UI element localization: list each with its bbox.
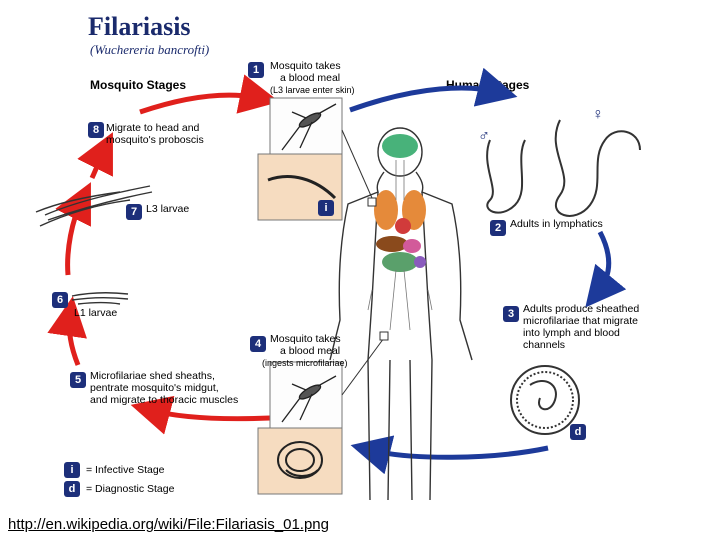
step-5-line-1: Microfilariae shed sheaths,	[90, 370, 215, 382]
arrow-6-to-7	[55, 182, 91, 276]
step-8-label: Migrate to head and mosquito's proboscis	[106, 122, 236, 146]
arrow-2-to-3	[585, 230, 627, 308]
pointer-line-4	[341, 337, 385, 396]
liver-organ	[376, 236, 408, 252]
kidney-organ	[414, 256, 426, 268]
l3-larva-panel-figure	[267, 175, 337, 200]
arrow-4-to-5	[130, 395, 271, 435]
step-1-line-2: a blood meal	[280, 72, 341, 84]
step-3-badge: 3	[503, 306, 519, 322]
mosquito-stages-heading: Mosquito Stages	[90, 78, 187, 92]
legend-diagnostic-text: = Diagnostic Stage	[86, 483, 175, 495]
step-4-note: (ingests microfilariae)	[262, 358, 348, 368]
human-body-figure	[329, 127, 473, 501]
brain-organ	[382, 134, 418, 158]
lung-left	[374, 190, 398, 230]
step-4-line-2: a blood meal	[280, 345, 341, 357]
mosquito-icon-1	[281, 103, 337, 151]
arrow-8-to-1	[139, 74, 280, 115]
legend-infective-badge: i	[64, 462, 80, 478]
step-1-badge: 1	[248, 62, 264, 78]
arrow-1-to-2	[349, 67, 518, 113]
step-8-line-2: mosquito's proboscis	[106, 134, 204, 146]
step-3-line-3: into lymph and blood	[523, 327, 620, 339]
step-1-line-1: Mosquito takes	[270, 60, 341, 72]
step-1-label: Mosquito takes a blood meal (L3 larvae e…	[270, 60, 360, 96]
step-5-label: Microfilariae shed sheaths, pentrate mos…	[90, 370, 260, 406]
diagram-title: Filariasis	[88, 12, 191, 41]
microfilaria-panel-figure	[277, 441, 323, 479]
pointer-line-1	[341, 129, 373, 199]
step-3-line-1: Adults produce sheathed	[523, 303, 640, 315]
heart-organ	[395, 218, 411, 234]
stomach-organ	[403, 239, 421, 253]
step-8-line-1: Migrate to head and	[106, 122, 200, 134]
step-3-line-2: microfilariae that migrate	[523, 315, 638, 327]
step-4-label: Mosquito takes a blood meal (ingests mic…	[262, 333, 370, 369]
step-4-badge: 4	[250, 336, 266, 352]
step-3-label: Adults produce sheathed microfilariae th…	[523, 303, 653, 351]
infective-badge-panel: i	[318, 200, 334, 216]
step-3-line-4: channels	[523, 339, 566, 351]
step-8-badge: 8	[88, 122, 104, 138]
female-symbol: ♀	[592, 106, 604, 123]
step-5-badge: 5	[70, 372, 86, 388]
arrow-3-to-4	[350, 435, 549, 475]
step-5-line-3: and migrate to thoracic muscles	[90, 394, 239, 406]
step-5-line-2: pentrate mosquito's midgut,	[90, 382, 219, 394]
sheathed-microfilariae-figure	[510, 365, 580, 435]
mosquito-icon-4	[281, 375, 337, 423]
step-7-badge: 7	[126, 204, 142, 220]
adult-worms-figure	[486, 119, 641, 217]
step-1-note: (L3 larvae enter skin)	[270, 85, 355, 95]
legend-infective-text: = Infective Stage	[86, 464, 165, 476]
male-symbol: ♂	[478, 128, 490, 145]
l1-larvae-figure	[71, 291, 129, 305]
step-6-badge: 6	[52, 292, 68, 308]
legend-diagnostic-badge: d	[64, 481, 80, 497]
arrow-7-to-8	[77, 132, 113, 180]
lymphatic-lines	[367, 160, 433, 331]
step-2-badge: 2	[490, 220, 506, 236]
source-url-link[interactable]: http://en.wikipedia.org/wiki/File:Filari…	[8, 516, 329, 533]
pointer-box-4	[379, 331, 389, 341]
pointer-box-1	[367, 197, 377, 207]
diagram-subtitle: (Wuchereria bancrofti)	[90, 42, 210, 57]
arrow-5-to-6	[47, 296, 87, 366]
panel-microfilaria	[257, 427, 343, 495]
step-2-label: Adults in lymphatics	[510, 218, 603, 230]
diagnostic-badge-panel: d	[570, 424, 586, 440]
step-7-label: L3 larvae	[146, 203, 190, 215]
intestine-organ	[382, 252, 418, 272]
l3-larvae-figure	[35, 185, 153, 227]
step-4-line-1: Mosquito takes	[270, 333, 341, 345]
step-6-label: L1 larvae	[74, 307, 118, 319]
